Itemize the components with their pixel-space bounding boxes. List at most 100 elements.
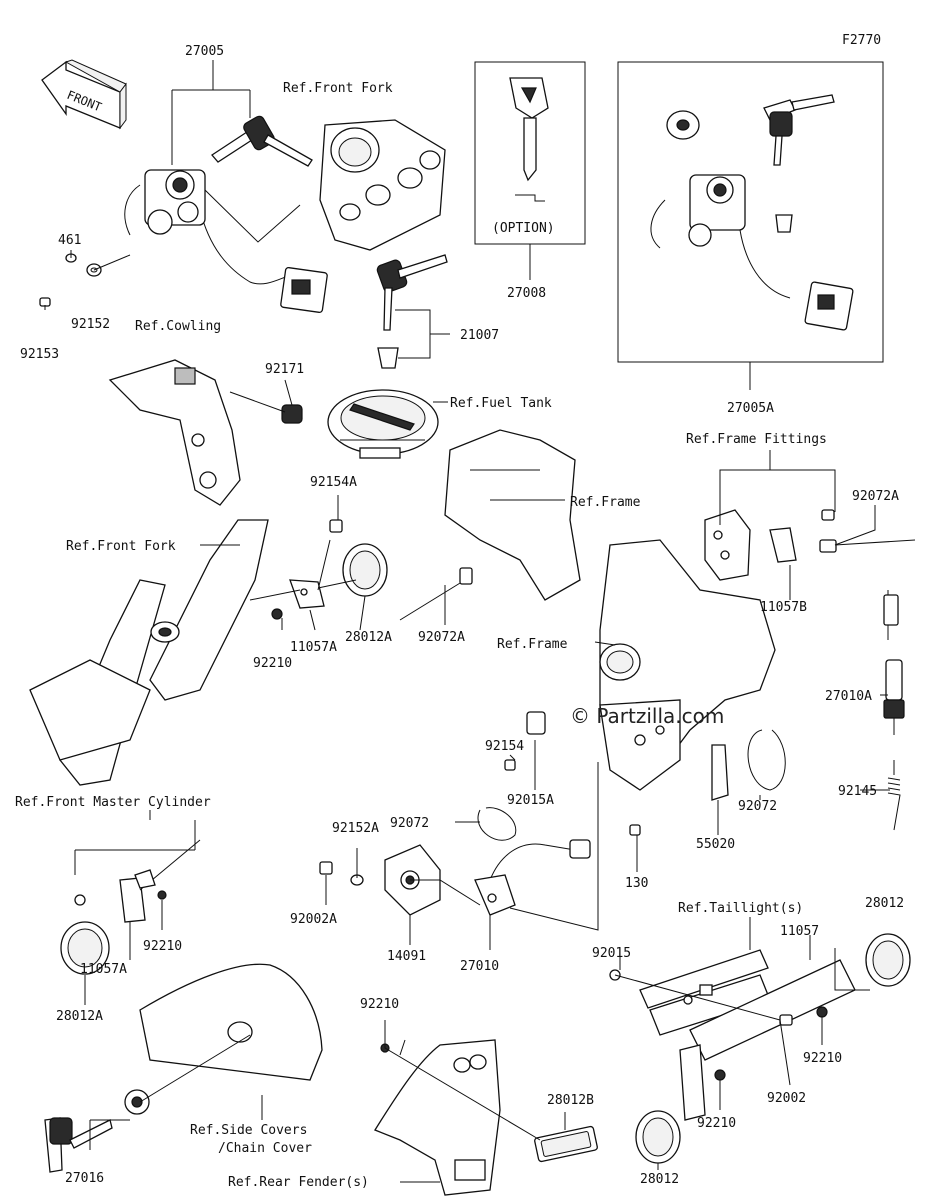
sensor-92072A-mid [399, 567, 473, 621]
label-92015: 92015 [592, 946, 631, 961]
figure-code: F2770 [842, 33, 881, 48]
bolt-92002A [319, 861, 333, 875]
clip-92171 [281, 404, 303, 424]
front-fork-legs-drawing [29, 519, 269, 786]
label-92154: 92154 [485, 739, 524, 754]
frame-center-drawing [599, 539, 776, 791]
label-21007: 21007 [460, 328, 499, 343]
label-461: 461 [58, 233, 81, 248]
washer-92152 [86, 263, 102, 277]
ref-frame-a: Ref.Frame [570, 495, 641, 510]
label-92072-center: 92072 [390, 816, 429, 831]
label-92015A: 92015A [507, 793, 554, 808]
label-27016: 27016 [65, 1171, 104, 1186]
label-92002: 92002 [767, 1091, 806, 1106]
label-11057B: 11057B [760, 600, 807, 615]
label-92072A-mid: 92072A [418, 630, 465, 645]
label-92145: 92145 [838, 784, 877, 799]
label-92072-right: 92072 [738, 799, 777, 814]
option-label: (OPTION) [492, 221, 555, 236]
label-28012A-mid: 28012A [345, 630, 392, 645]
ref-chain-cover: /Chain Cover [218, 1141, 312, 1156]
front-arrow-icon: FRONT [41, 59, 127, 130]
reflector-28012A-mid [342, 543, 388, 597]
ignition-switch-drawing [124, 115, 328, 313]
label-28012A-left: 28012A [56, 1009, 103, 1024]
leader-lines [44, 60, 890, 1183]
label-92210-mid: 92210 [253, 656, 292, 671]
bolt-92154 [504, 759, 516, 771]
bolt-130 [629, 824, 641, 836]
label-27005: 27005 [185, 44, 224, 59]
label-92210-fender: 92210 [360, 997, 399, 1012]
switch-27010-drawing [474, 839, 591, 916]
taillight-bracket-drawing [639, 949, 856, 1121]
label-92171: 92171 [265, 362, 304, 377]
ref-fuel-tank: Ref.Fuel Tank [450, 396, 552, 411]
reflector-28012-bottom [635, 1110, 681, 1164]
nut-92210-bottom [714, 1069, 726, 1081]
ref-side-covers: Ref.Side Covers [190, 1123, 307, 1138]
label-130: 130 [625, 876, 648, 891]
band-92072-right [747, 729, 786, 791]
reflector-28012B [534, 1125, 598, 1163]
switch-27010A-drawing [883, 590, 905, 735]
bolt-92153 [39, 297, 51, 307]
nut-92210-mid [271, 608, 283, 620]
ref-front-master-cylinder: Ref.Front Master Cylinder [15, 795, 211, 810]
label-28012-right: 28012 [865, 896, 904, 911]
label-92002A: 92002A [290, 912, 337, 927]
label-11057A-left: 11057A [80, 962, 127, 977]
ref-front-fork-mid: Ref.Front Fork [66, 539, 176, 554]
label-27005A: 27005A [727, 401, 774, 416]
front-fork-top-drawing [319, 119, 446, 251]
side-cover-drawing [139, 963, 323, 1081]
label-11057: 11057 [780, 924, 819, 939]
key-set-21007-drawing [376, 254, 448, 369]
label-27008: 27008 [507, 286, 546, 301]
option-key-drawing [509, 77, 549, 202]
ref-rear-fender: Ref.Rear Fender(s) [228, 1175, 369, 1190]
reflector-28012-right [865, 933, 911, 987]
nut-92210-right [816, 1006, 828, 1018]
ref-frame-b: Ref.Frame [497, 637, 568, 652]
label-27010A: 27010A [825, 689, 872, 704]
label-92210-bottom: 92210 [697, 1116, 736, 1131]
label-11057A-mid: 11057A [290, 640, 337, 655]
ref-front-fork-top: Ref.Front Fork [283, 81, 393, 96]
ref-cowling: Ref.Cowling [135, 319, 221, 334]
label-28012-bottom: 28012 [640, 1172, 679, 1187]
sensor-92072A-right [819, 539, 916, 553]
rear-fender-drawing [374, 1039, 501, 1196]
key-set-27016-drawing [44, 1089, 150, 1173]
band-92072-center [477, 807, 517, 841]
label-92210-right: 92210 [803, 1051, 842, 1066]
label-28012B: 28012B [547, 1093, 594, 1108]
bolt-92002 [779, 1014, 793, 1026]
ref-taillight: Ref.Taillight(s) [678, 901, 803, 916]
lock-set-drawing [650, 94, 854, 331]
label-55020: 55020 [696, 837, 735, 852]
label-92152A: 92152A [332, 821, 379, 836]
label-14091: 14091 [387, 949, 426, 964]
label-27010: 27010 [460, 959, 499, 974]
reflector-28012A-left [60, 921, 110, 975]
label-92154A: 92154A [310, 475, 357, 490]
watermark: © Partzilla.com [570, 704, 724, 728]
bolt-92154A [329, 519, 343, 533]
master-cylinder-bracket [74, 839, 201, 923]
label-92210-left: 92210 [143, 939, 182, 954]
spring-92145-drawing [887, 760, 901, 831]
bracket-55020 [711, 744, 729, 801]
frame-upper-drawing [444, 429, 581, 601]
label-92152: 92152 [71, 317, 110, 332]
label-92072A-right: 92072A [852, 489, 899, 504]
cowling-bracket-drawing [108, 359, 241, 506]
bracket-11057A-mid [289, 579, 325, 609]
frame-fittings-bracket [704, 509, 835, 581]
collar-92015A [526, 711, 546, 735]
ref-frame-fittings: Ref.Frame Fittings [686, 432, 827, 447]
fuel-cap-drawing [327, 389, 439, 459]
label-92153: 92153 [20, 347, 59, 362]
